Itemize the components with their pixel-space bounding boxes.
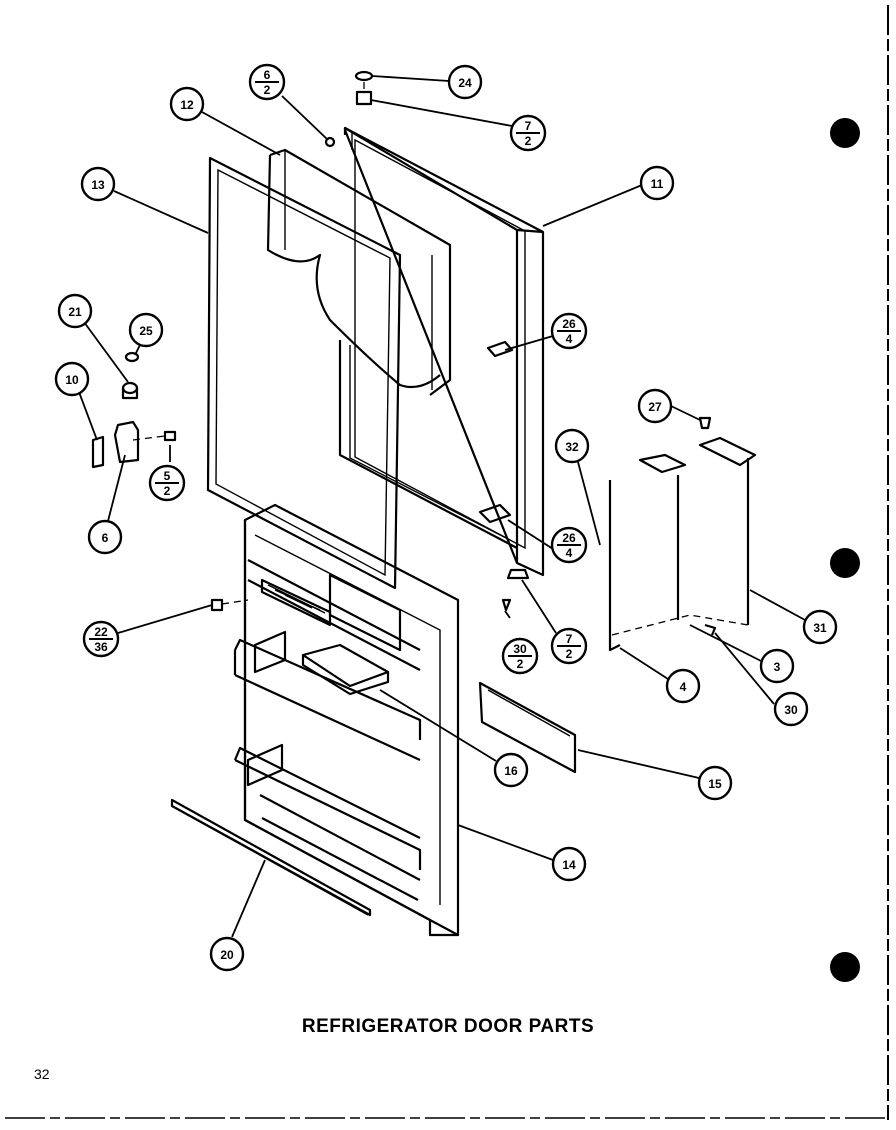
- door-gasket: [206, 156, 518, 590]
- inner-door-liner: [233, 503, 460, 937]
- callout-top: 7: [525, 119, 532, 133]
- callout-bottom: 2: [164, 484, 171, 498]
- callout-label: 21: [68, 305, 82, 319]
- callout-c6: 6: [87, 519, 123, 555]
- callout-bottom: 2: [566, 647, 573, 661]
- callout-circle: [665, 668, 701, 704]
- callout-bottom: 4: [566, 332, 573, 346]
- hinge-parts: [91, 351, 177, 469]
- callout-circle: [802, 609, 838, 645]
- callout-c10: 10: [54, 361, 90, 397]
- callout-top: 7: [566, 632, 573, 646]
- callout-label: 14: [562, 858, 576, 872]
- handle-bracket-assembly: [608, 436, 757, 652]
- callout-c21: 21: [57, 293, 93, 329]
- punch-hole-top: [830, 118, 860, 148]
- callout-bottom: 4: [566, 546, 573, 560]
- callout-label: 3: [774, 660, 781, 674]
- callout-top: 5: [164, 469, 171, 483]
- callout-top: 6: [264, 68, 271, 82]
- callout-c26_4b: 264: [550, 526, 588, 564]
- callout-circle: [80, 166, 116, 202]
- callout-circle: [54, 361, 90, 397]
- page-number: 32: [34, 1066, 50, 1082]
- callout-label: 20: [220, 948, 234, 962]
- callout-circle: [57, 293, 93, 329]
- callout-bottom: 2: [264, 83, 271, 97]
- callout-circle: [697, 765, 733, 801]
- callout-bottom: 2: [517, 657, 524, 671]
- dispenser-cup: [301, 643, 390, 696]
- callout-top: 26: [562, 317, 576, 331]
- callout-circle: [447, 64, 483, 100]
- callout-c30: 30: [773, 691, 809, 727]
- callout-circle: [773, 691, 809, 727]
- callout-label: 31: [813, 621, 827, 635]
- callout-label: 24: [458, 76, 472, 90]
- callout-bottom: 2: [525, 134, 532, 148]
- callout-c5_2: 52: [148, 464, 186, 502]
- callout-c31: 31: [802, 609, 838, 645]
- callout-c16: 16: [493, 752, 529, 788]
- callout-label: 27: [648, 400, 662, 414]
- callout-c30_2: 302: [501, 637, 539, 675]
- callout-label: 30: [784, 703, 798, 717]
- callout-circle: [639, 165, 675, 201]
- callout-c12: 12: [169, 86, 205, 122]
- callout-label: 13: [91, 178, 105, 192]
- callout-circle: [554, 428, 590, 464]
- callout-top: 22: [94, 625, 108, 639]
- leader-lines: [78, 75, 806, 938]
- callout-c14: 14: [551, 846, 587, 882]
- punch-hole-bottom: [830, 952, 860, 982]
- callout-label: 12: [180, 98, 194, 112]
- top-hardware: [210, 70, 717, 636]
- foam-block: [266, 148, 452, 396]
- callout-label: 6: [102, 531, 109, 545]
- callout-c25: 25: [128, 312, 164, 348]
- outer-door-panel: [343, 126, 545, 577]
- callout-c7_2a: 72: [509, 114, 547, 152]
- callout-circle: [169, 86, 205, 122]
- callout-label: 15: [708, 777, 722, 791]
- callout-circle: [551, 846, 587, 882]
- callout-c15: 15: [697, 765, 733, 801]
- callout-c24: 24: [447, 64, 483, 100]
- callout-c7_2b: 72: [550, 627, 588, 665]
- callout-circle: [87, 519, 123, 555]
- callout-circle: [759, 648, 795, 684]
- callout-circle: [128, 312, 164, 348]
- callout-circle: [493, 752, 529, 788]
- callout-bottom: 36: [94, 640, 108, 654]
- callout-c32: 32: [554, 428, 590, 464]
- callout-c11: 11: [639, 165, 675, 201]
- callout-label: 32: [565, 440, 579, 454]
- callout-label: 4: [680, 680, 687, 694]
- kick-strip: [170, 798, 372, 917]
- callout-c13: 13: [80, 166, 116, 202]
- callout-label: 16: [504, 764, 518, 778]
- callout-c27: 27: [637, 388, 673, 424]
- callout-c6_2: 62: [248, 63, 286, 101]
- callout-c20: 20: [209, 936, 245, 972]
- callout-circle: [209, 936, 245, 972]
- callout-label: 10: [65, 373, 79, 387]
- callout-c4: 4: [665, 668, 701, 704]
- callout-c26_4a: 264: [550, 312, 588, 350]
- callout-top: 30: [513, 642, 527, 656]
- callout-circle: [637, 388, 673, 424]
- callout-c3: 3: [759, 648, 795, 684]
- bottom-rail: [478, 681, 577, 774]
- callout-top: 26: [562, 531, 576, 545]
- callout-label: 11: [651, 177, 664, 191]
- callout-label: 25: [139, 324, 153, 338]
- punch-hole-middle: [830, 548, 860, 578]
- diagram-title: REFRIGERATOR DOOR PARTS: [301, 1016, 595, 1037]
